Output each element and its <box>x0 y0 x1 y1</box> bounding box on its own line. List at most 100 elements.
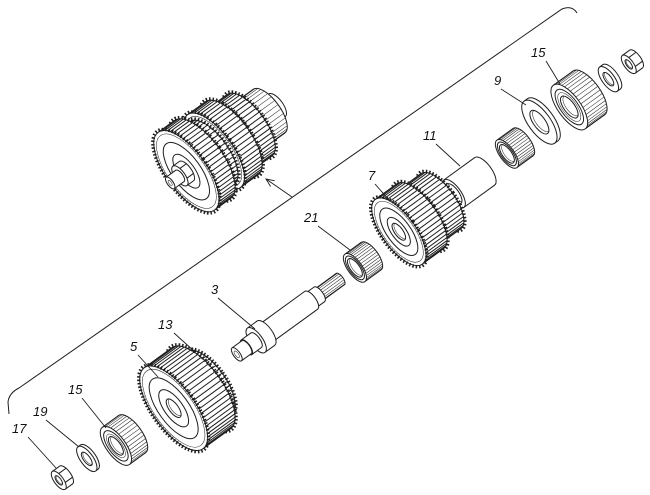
cluster-gear-rear-tooth-edge <box>245 115 263 129</box>
cluster-gear-middle-tooth-edge <box>236 139 256 154</box>
cluster-gear-front-tooth-edge <box>192 135 210 149</box>
leader-line-3 <box>217 297 256 330</box>
gear-front-tooth-edge <box>425 237 448 254</box>
needle-bearing-top <box>494 127 536 169</box>
gear-front-tooth-edge <box>378 182 401 199</box>
needle-bearing-surface-line <box>363 256 381 269</box>
assembly-bracket-line <box>7 7 578 415</box>
shaft-spline-surface-line <box>319 275 342 291</box>
callouts: 15 9 11 7 21 3 13 5 15 19 17 <box>12 45 561 469</box>
cluster-gear-rear-tooth-edge <box>256 136 274 149</box>
washer-bore <box>602 71 615 87</box>
bearing-outline <box>584 114 605 130</box>
hex-nut-bore-inner-wall <box>55 475 63 485</box>
hex-nut-surface-line <box>64 476 73 483</box>
bearing-outer-race <box>554 88 585 126</box>
cluster-gear-rear-tooth-edge <box>226 96 244 110</box>
bearing-outline <box>553 70 574 86</box>
gear-tooth-edge <box>196 384 225 405</box>
cluster-gear-middle-tooth-edge <box>196 100 215 114</box>
gear-front-outline <box>422 248 444 265</box>
washer-top <box>597 63 623 93</box>
cluster-gear-middle-outline <box>240 174 259 189</box>
needle-bearing-surface-line <box>364 259 382 272</box>
gear-front-tooth-edge <box>409 202 431 219</box>
gear-tooth-edge <box>187 371 216 393</box>
bearing-surface-line <box>567 74 587 90</box>
cluster-gear-front-tooth-edge <box>217 194 234 208</box>
cluster-gear-front-tooth-edge <box>182 126 200 140</box>
cluster-gear-front-tooth-edge <box>215 172 233 185</box>
washer-bore <box>529 109 550 135</box>
cluster-gear-front-tooth-edge <box>217 192 235 205</box>
cluster-gear-front-tooth-edge <box>172 120 190 134</box>
gear-tooth-edge <box>180 363 209 385</box>
bearing-bore-inner-wall <box>110 436 124 454</box>
gear-front-tooth-edge <box>424 245 447 262</box>
hex-nut-top <box>620 49 645 75</box>
leader-line-21 <box>317 225 351 251</box>
gear-tooth-edge <box>200 393 229 414</box>
leader-line-13 <box>173 332 196 353</box>
gear-front-tooth-edge <box>425 242 447 259</box>
gear-bore <box>391 222 407 241</box>
gear-rear-tooth-edge <box>439 204 460 220</box>
cluster-gear-front-tooth-edge <box>161 118 179 132</box>
cluster-gear-front-tooth-edge <box>169 119 187 133</box>
gear-front-tooth-edge <box>425 233 447 250</box>
gear-rear-tooth-edge <box>429 188 450 204</box>
needle-bearing-surface-line <box>356 247 374 260</box>
gear-tooth-edge <box>206 409 235 431</box>
needle-bearing-outline <box>344 241 362 255</box>
cluster-shaft-stub-outline <box>174 181 185 189</box>
callout-19: 19 <box>33 404 47 419</box>
bearing-surface-line <box>131 449 148 462</box>
bearing-surface-line <box>107 414 125 428</box>
bearing-surface-line <box>129 438 146 451</box>
needle-bearing-surface-line <box>517 147 535 160</box>
cluster-gear-middle-tooth-edge <box>222 118 242 133</box>
cluster-gear-rear-tooth-edge <box>242 111 260 125</box>
cluster-gear-middle-tooth-edge <box>191 99 210 114</box>
cluster-gear-middle-tooth-edge <box>240 147 259 162</box>
washer-bore-inner-wall <box>82 452 93 465</box>
bearing-surface-line <box>113 417 130 430</box>
bearing-part-15-bottom <box>99 414 149 466</box>
shaft-end-outline <box>241 353 252 362</box>
bearing-surface-line <box>130 441 147 454</box>
gear-rear-tooth-edge <box>426 184 447 200</box>
cluster-gear-middle-tooth-edge <box>199 101 218 115</box>
gear-web <box>148 377 199 440</box>
bearing-surface-line <box>564 72 585 88</box>
callout-9: 9 <box>494 73 501 88</box>
gear-root-line <box>142 369 206 448</box>
shaft-end-body <box>232 340 252 361</box>
shaft-spline-surface-line <box>323 281 346 298</box>
cluster-gear-middle-tooth-edge <box>242 170 262 185</box>
callout-17: 17 <box>12 421 27 436</box>
gear-tooth-edge <box>193 379 222 401</box>
cluster-gear-rear-tooth-edge <box>251 123 269 137</box>
bearing-surface-line <box>131 447 148 460</box>
gear-front-tooth-edge <box>425 240 448 257</box>
cluster-gear-middle-tooth-edge <box>244 162 263 177</box>
shaft-neck-outline <box>251 347 262 355</box>
arrow-shaft <box>265 178 293 198</box>
gear-tooth-edge <box>206 422 235 444</box>
needle-bearing-surface-line <box>512 137 530 150</box>
bearing-surface-line <box>105 414 123 427</box>
hex-nut-surface-line <box>58 467 67 474</box>
gear-front-tooth-edge <box>386 183 409 200</box>
shaft-spline-outline <box>314 273 337 290</box>
bearing-part-15-top <box>550 69 608 131</box>
gear-front-tooth-edge <box>406 198 428 215</box>
hex-nut-bore-inner-wall <box>625 59 633 69</box>
needle-bearing-bore-inner-wall <box>349 258 363 276</box>
needle-bearing-surface-line <box>362 254 379 267</box>
hex-nut-surface-line <box>628 51 637 58</box>
callout-7: 7 <box>368 168 376 183</box>
cluster-gear-middle-rear-teeth <box>198 97 265 180</box>
gear-tooth-edge <box>153 345 182 367</box>
needle-bearing-surface-line <box>360 251 378 264</box>
